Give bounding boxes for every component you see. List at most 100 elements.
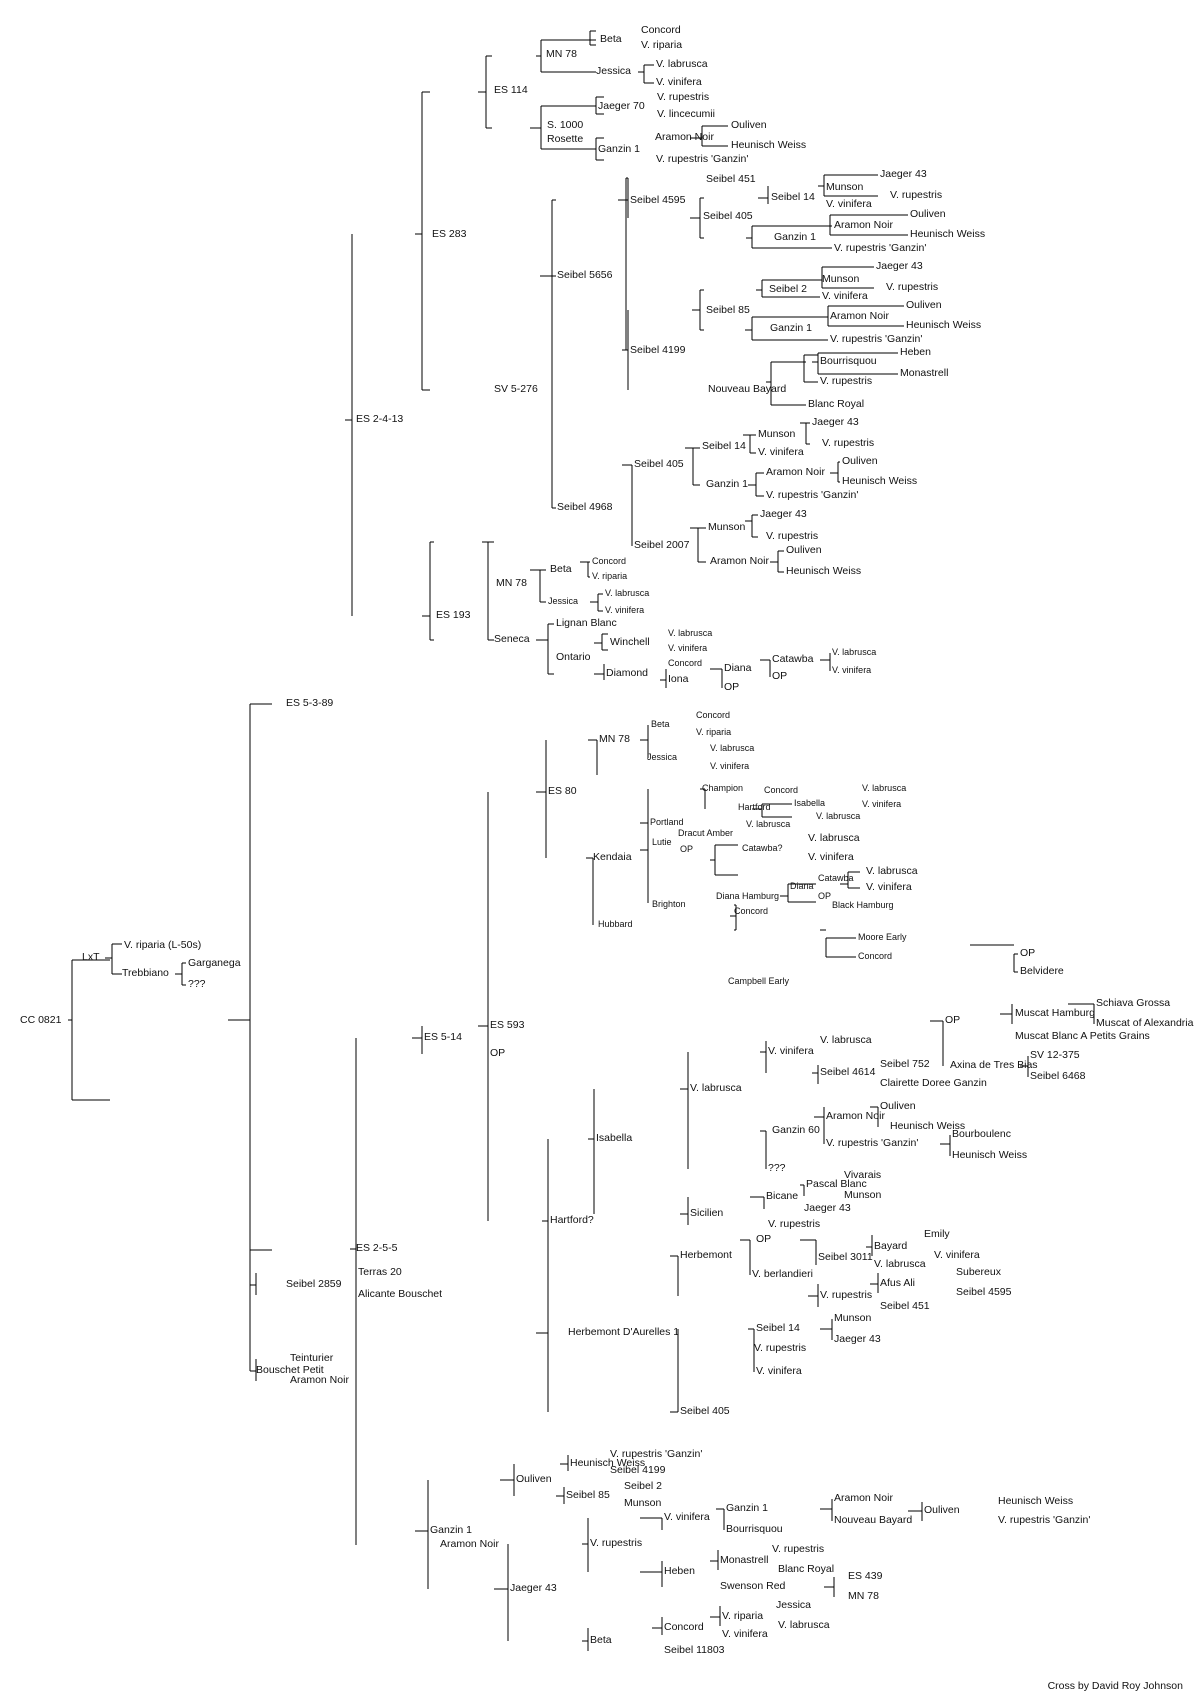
node-label: Jaeger 43 — [760, 508, 807, 520]
node-label: Concord — [664, 1621, 704, 1633]
node-label: Concord — [764, 785, 799, 795]
node-label: OP — [772, 670, 788, 682]
node-label: Seibel 14 — [756, 1322, 800, 1334]
node-label: Jaeger 43 — [812, 416, 859, 428]
node-label: Moore Early — [858, 932, 907, 942]
node-label: Seibel 85 — [706, 304, 750, 316]
node-label: Herbemont D'Aurelles 1 — [568, 1326, 680, 1338]
node-label: Diana Hamburg — [716, 891, 780, 901]
node-label: Emily — [924, 1228, 950, 1240]
node-label: V. labrusca — [816, 811, 861, 821]
node-label: Aramon Noir — [834, 219, 893, 231]
node-label: ??? — [768, 1162, 786, 1174]
node-label: V. rupestris 'Ganzin' — [766, 489, 859, 501]
node-label: V. labrusca — [746, 819, 791, 829]
node-label: V. rupestris — [820, 375, 873, 387]
node-label: V. riparia — [592, 571, 628, 581]
node-label: V. vinifera — [668, 643, 708, 653]
node-label: Jaeger 43 — [876, 260, 923, 272]
node-label: Seibel 6468 — [1030, 1070, 1086, 1082]
node-label: Beta — [550, 563, 572, 575]
node-label: Hubbard — [598, 919, 633, 929]
node-label: Dracut Amber — [678, 828, 734, 838]
node-label: Aramon Noir — [440, 1538, 499, 1550]
node-label: Munson — [708, 521, 746, 533]
node-label: V. rupestris — [766, 530, 819, 542]
node-label: Aramon Noir — [830, 310, 889, 322]
node-label: Jaeger 43 — [880, 168, 927, 180]
node-label: Seibel 4595 — [630, 194, 686, 206]
node-label: Muscat of Alexandria — [1096, 1017, 1194, 1029]
node-label: Concord — [592, 556, 627, 566]
node-label: Seibel 5656 — [557, 269, 613, 281]
node-label: V. rupestris 'Ganzin' — [826, 1137, 919, 1149]
node-label: V. vinifera — [808, 851, 854, 863]
node-label: V. rupestris — [820, 1289, 873, 1301]
node-label: Concord — [696, 710, 731, 720]
node-label: V. vinifera — [822, 290, 868, 302]
node-label: V. labrusca — [832, 647, 877, 657]
node-label: Heunisch Weiss — [570, 1457, 646, 1469]
node-label: Concord — [668, 658, 703, 668]
node-label: V. rupestris — [768, 1218, 821, 1230]
node-label: OP — [680, 844, 694, 854]
node-label: Monastrell — [900, 367, 949, 379]
node-label: Ganzin 1 — [706, 478, 749, 490]
node-label: MN 78 — [848, 1590, 879, 1602]
node-label: Aramon Noir — [290, 1374, 349, 1386]
node-label: Beta — [590, 1634, 612, 1646]
node-label: V. riparia — [722, 1610, 764, 1622]
node-label: V. labrusca — [874, 1258, 926, 1270]
node-label: V. labrusca — [862, 783, 907, 793]
node-label: Ontario — [556, 651, 591, 663]
node-label: Belvidere — [1020, 965, 1064, 977]
node-label: Ouliven — [910, 208, 946, 220]
node-label: SV 5-276 — [494, 383, 538, 395]
node-label: Ganzin 1 — [774, 231, 817, 243]
node-label: ES 593 — [490, 1019, 525, 1031]
node-label: Seibel 405 — [634, 458, 684, 470]
node-label: Pascal Blanc — [806, 1178, 867, 1190]
node-label: V. vinifera — [832, 665, 872, 675]
node-label: ES 2-5-5 — [356, 1242, 398, 1254]
node-label: Diamond — [606, 667, 649, 679]
node-label: Ganzin 60 — [772, 1124, 820, 1136]
node-label: Champion — [702, 783, 744, 793]
node-label: Ganzin 1 — [430, 1524, 473, 1536]
node-label: ES 114 — [494, 84, 528, 96]
node-label: Clairette Doree Ganzin — [880, 1077, 987, 1089]
node-label: Munson — [624, 1497, 662, 1509]
node-label: Jessica — [548, 596, 579, 606]
node-label: V. vinifera — [866, 881, 912, 893]
node-label: V. vinifera — [722, 1628, 768, 1640]
node-label: Bourboulenc — [952, 1128, 1011, 1140]
node-label: Aramon Noir — [655, 131, 714, 143]
node-label: Jessica — [776, 1599, 812, 1611]
node-label: Brighton — [652, 899, 686, 909]
node-label: Bicane — [766, 1190, 799, 1202]
node-label: MN 78 — [599, 733, 630, 745]
node-label: Hartford — [738, 802, 771, 812]
node-label: ES 439 — [848, 1570, 883, 1582]
node-label: Heunisch Weiss — [890, 1120, 966, 1132]
node-label: Schiava Grossa — [1096, 997, 1171, 1009]
node-label: Sicilien — [690, 1207, 724, 1219]
node-label: S. 1000 — [547, 119, 584, 131]
node-label: V. labrusca — [668, 628, 713, 638]
node-label: Seibel 11803 — [664, 1644, 725, 1656]
node-label: Ouliven — [842, 455, 878, 467]
node-label: Heunisch Weiss — [998, 1495, 1074, 1507]
node-label: Beta — [651, 719, 670, 729]
credit-caption: Cross by David Roy Johnson — [1047, 1680, 1183, 1692]
node-label: Seneca — [494, 633, 530, 645]
node-label: Bourrisquou — [820, 355, 877, 367]
node-label: Lignan Blanc — [556, 617, 617, 629]
node-label: Seibel 2 — [769, 283, 807, 295]
node-label: OP — [818, 891, 832, 901]
node-label: Heunisch Weiss — [842, 475, 918, 487]
node-label: ES 80 — [548, 785, 577, 797]
node-label: Catawba — [818, 873, 854, 883]
node-label: Kendaia — [593, 851, 632, 863]
node-label: Jaeger 43 — [834, 1333, 881, 1345]
